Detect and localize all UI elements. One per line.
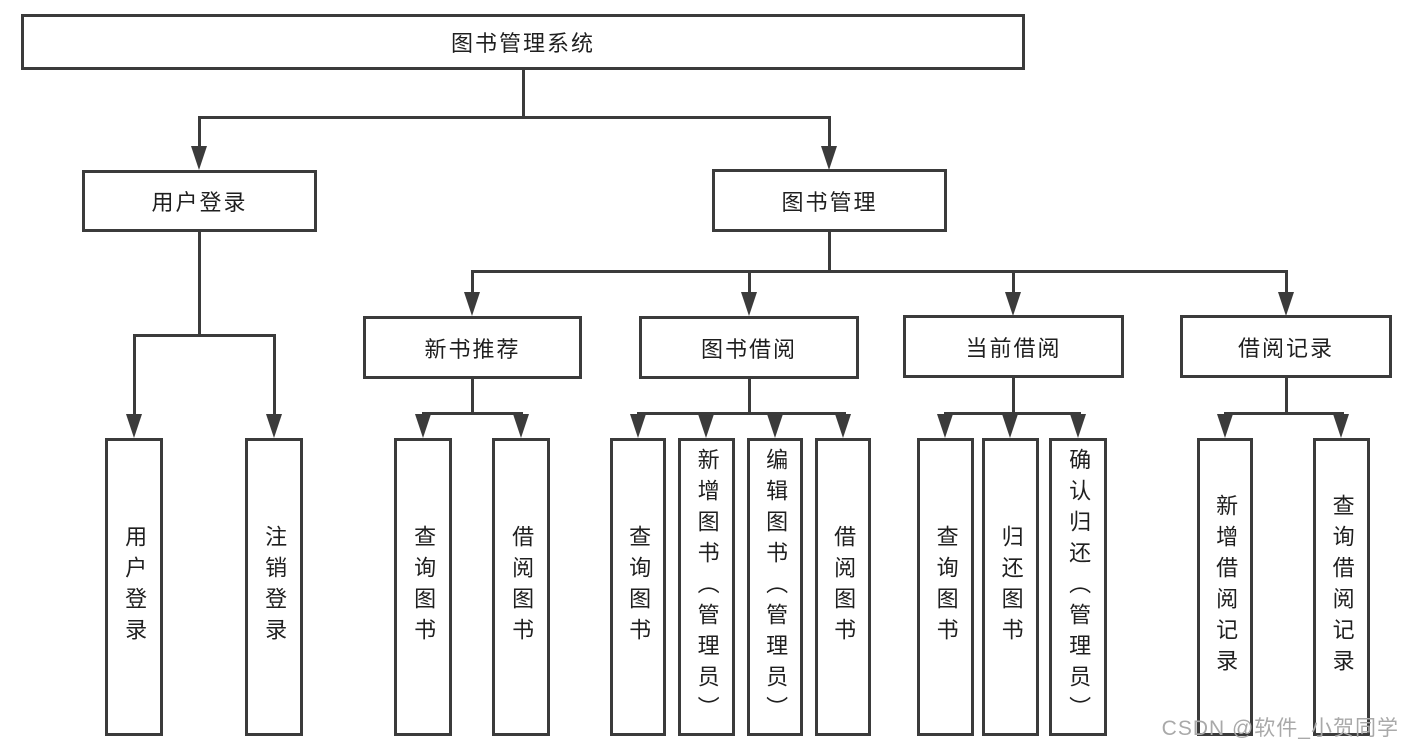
arrowhead-user-login (191, 146, 207, 170)
leaf-label: 编辑图书（管理员） (763, 447, 789, 727)
connector-leaf-login-stem (133, 337, 136, 414)
arrowhead-records (1278, 292, 1294, 316)
connector-borrow-rail (637, 412, 846, 415)
node-book-management: 图书管理 (712, 169, 947, 232)
arrowhead-new-rec (464, 292, 480, 316)
arrowhead-borrow (741, 292, 757, 316)
node-label: 借阅记录 (1237, 335, 1334, 361)
node-label: 图书管理系统 (450, 31, 595, 56)
leaf-label: 查询图书 (626, 525, 652, 649)
leaf-user-login: 用户登录 (105, 438, 163, 736)
arrowhead-br-add (1217, 414, 1233, 438)
leaf-label: 归还图书 (998, 525, 1024, 649)
leaf-label: 用户登录 (122, 525, 148, 649)
arrowhead-bb-borrow (835, 414, 851, 438)
connector-user-login-stem (198, 118, 201, 148)
arrowhead-nr-borrow (513, 414, 529, 438)
leaf-cb-return-book: 归还图书 (982, 438, 1039, 736)
leaf-bb-borrow-book: 借阅图书 (815, 438, 871, 736)
connector-book-mgmt-stem (828, 118, 831, 148)
arrowhead-br-query (1333, 414, 1349, 438)
connector-level1-rail (198, 116, 831, 119)
leaf-logout: 注销登录 (245, 438, 303, 736)
arrowhead-cb-query (937, 414, 953, 438)
arrowhead-leaf-logout (266, 414, 282, 438)
leaf-label: 查询借阅记录 (1329, 494, 1355, 680)
arrowhead-bb-edit (767, 414, 783, 438)
leaf-br-query-record: 查询借阅记录 (1313, 438, 1370, 736)
node-user-login: 用户登录 (82, 170, 317, 232)
node-library-management-system: 图书管理系统 (21, 14, 1025, 70)
leaf-bb-query-book: 查询图书 (610, 438, 666, 736)
connector-current-stem (1012, 273, 1015, 293)
node-label: 新书推荐 (424, 336, 521, 362)
connector-level2-rail (471, 270, 1288, 273)
leaf-label: 借阅图书 (831, 525, 857, 649)
connector-records-down (1285, 378, 1288, 414)
arrowhead-cb-return (1002, 414, 1018, 438)
arrowhead-leaf-login (126, 414, 142, 438)
leaf-bb-add-book-admin: 新增图书（管理员） (678, 438, 735, 736)
connector-borrow-down (748, 379, 751, 414)
arrowhead-bb-query (630, 414, 646, 438)
connector-leaf-logout-stem (273, 337, 276, 414)
leaf-cb-confirm-return-admin: 确认归还（管理员） (1049, 438, 1107, 736)
connector-borrow-stem (748, 273, 751, 293)
connector-user-login-down (198, 232, 201, 336)
arrowhead-cb-confirm (1070, 414, 1086, 438)
connector-new-rec-stem (471, 273, 474, 293)
connector-user-login-rail (133, 334, 276, 337)
leaf-br-add-record: 新增借阅记录 (1197, 438, 1253, 736)
leaf-cb-query-book: 查询图书 (917, 438, 974, 736)
node-borrow-records: 借阅记录 (1180, 315, 1392, 378)
connector-current-rail (944, 412, 1081, 415)
leaf-nr-borrow-book: 借阅图书 (492, 438, 550, 736)
leaf-bb-edit-book-admin: 编辑图书（管理员） (747, 438, 803, 736)
leaf-label: 确认归还（管理员） (1066, 447, 1092, 727)
arrowhead-current (1005, 292, 1021, 316)
leaf-label: 注销登录 (262, 525, 288, 649)
connector-new-rec-down (471, 379, 474, 414)
node-label: 用户登录 (151, 190, 248, 215)
leaf-nr-query-book: 查询图书 (394, 438, 452, 736)
arrowhead-book-mgmt (821, 146, 837, 170)
connector-records-stem (1285, 273, 1288, 293)
node-label: 图书管理 (781, 189, 878, 215)
arrowhead-nr-query (415, 414, 431, 438)
leaf-label: 查询图书 (933, 525, 959, 649)
node-book-borrow: 图书借阅 (639, 316, 859, 379)
connector-current-down (1012, 378, 1015, 414)
connector-new-rec-rail (422, 412, 523, 415)
arrowhead-bb-add (698, 414, 714, 438)
leaf-label: 借阅图书 (509, 525, 535, 649)
csdn-watermark: CSDN @软件_小贺同学 (1161, 717, 1399, 740)
connector-root-stem (522, 70, 525, 118)
node-current-borrow: 当前借阅 (903, 315, 1124, 378)
connector-book-mgmt-down (828, 232, 831, 272)
node-label: 当前借阅 (965, 335, 1062, 361)
leaf-label: 查询图书 (411, 525, 437, 649)
connector-records-rail (1224, 412, 1344, 415)
leaf-label: 新增图书（管理员） (694, 447, 720, 727)
node-label: 图书借阅 (700, 336, 797, 362)
node-new-book-recommend: 新书推荐 (363, 316, 582, 379)
leaf-label: 新增借阅记录 (1213, 494, 1239, 680)
